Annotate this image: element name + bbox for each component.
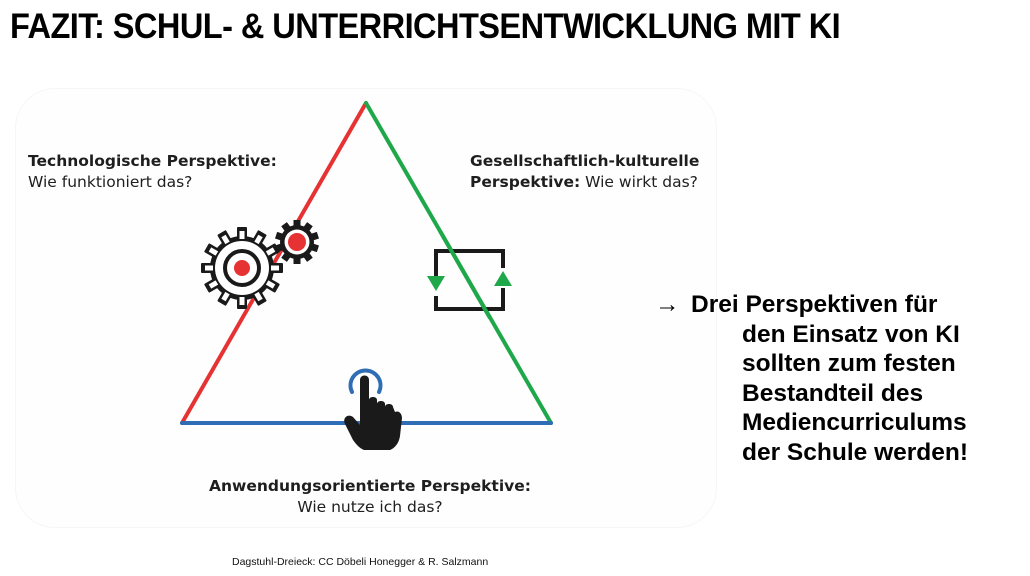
technological-question: Wie funktioniert das? xyxy=(28,173,193,191)
technological-heading: Technologische Perspektive: xyxy=(28,152,277,170)
gears-icon xyxy=(201,220,320,309)
societal-perspective-label: Gesellschaftlich-kulturelle Perspektive:… xyxy=(470,151,699,193)
societal-heading-line2: Perspektive: xyxy=(470,173,581,191)
conclusion-rest: den Einsatz von KI sollten zum festen Be… xyxy=(742,320,969,466)
touch-hand-icon xyxy=(344,368,402,450)
conclusion-text: → Drei Perspektiven für den Einsatz von K… xyxy=(655,290,968,467)
image-credit: Dagstuhl-Dreieck: CC Döbeli Honegger & R… xyxy=(232,556,489,568)
application-heading: Anwendungsorientierte Perspektive: xyxy=(209,477,531,495)
application-question: Wie nutze ich das? xyxy=(297,498,443,516)
cycle-arrows-icon xyxy=(427,249,512,311)
societal-heading-line1: Gesellschaftlich-kulturelle xyxy=(470,152,700,170)
right-arrow-icon: → xyxy=(655,291,680,318)
societal-side-overlay xyxy=(438,230,492,319)
societal-question: Wie wirkt das? xyxy=(585,173,698,191)
technological-perspective-label: Technologische Perspektive: Wie funktion… xyxy=(28,151,277,193)
application-perspective-label: Anwendungsorientierte Perspektive: Wie n… xyxy=(180,476,560,518)
conclusion-line1: Drei Perspektiven für xyxy=(691,291,938,318)
diagram-panel xyxy=(15,88,717,528)
slide-title: FAZIT: SCHUL- & UNTERRICHTSENTWICKLUNG M… xyxy=(10,7,841,46)
